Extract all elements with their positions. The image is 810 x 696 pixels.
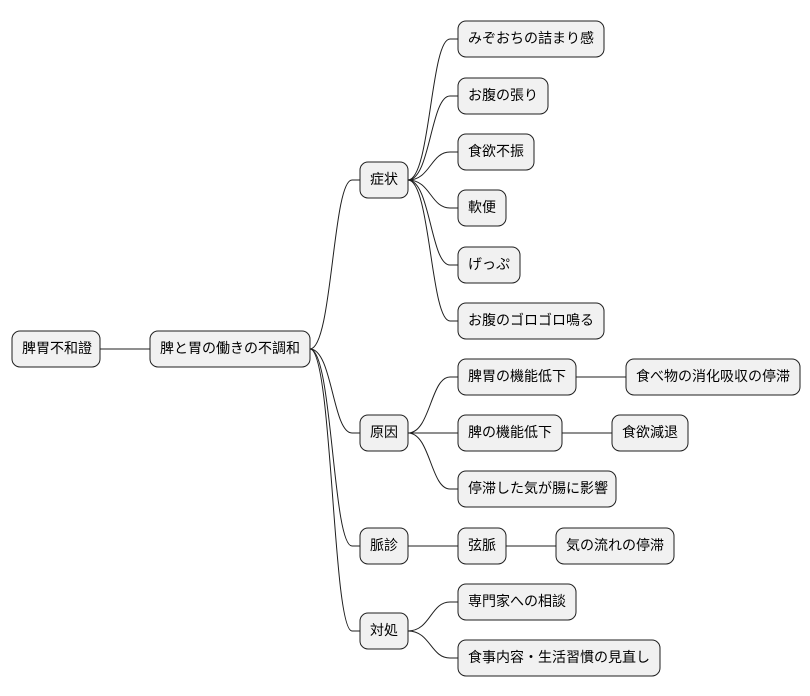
node-symptom-belching-label: げっぷ <box>468 257 510 273</box>
node-root-label: 脾胃不和證 <box>22 340 92 357</box>
node-appetite-loss: 食欲減退 <box>611 414 689 452</box>
connector-node-treatment-consult <box>407 601 458 632</box>
node-treatment-lifestyle-review-label: 食事内容・生活習慣の見直し <box>468 649 650 666</box>
node-root: 脾胃不和證 <box>11 330 101 368</box>
connector-node-causes <box>309 348 360 434</box>
node-cause-spleen-decline: 脾の機能低下 <box>457 414 563 452</box>
connector-node-symptom-bloating <box>407 95 458 181</box>
node-symptom-bloating-label: お腹の張り <box>468 87 538 104</box>
node-causes: 原因 <box>359 414 409 452</box>
node-treatment-consult: 専門家への相談 <box>457 583 577 621</box>
node-pulse-diagnosis-label: 脈診 <box>370 538 398 554</box>
node-causes-label: 原因 <box>370 425 398 441</box>
node-qi-stagnation: 気の流れの停滞 <box>555 527 675 565</box>
connector-node-symptom-belching <box>407 179 458 266</box>
node-main-topic: 脾と胃の働きの不調和 <box>149 330 311 368</box>
node-treatment-consult-label: 専門家への相談 <box>468 593 566 610</box>
node-symptoms-label: 症状 <box>370 172 398 188</box>
connector-node-cause-stagnant-qi <box>407 432 458 490</box>
node-treatment-lifestyle-review: 食事内容・生活習慣の見直し <box>457 639 661 677</box>
node-symptom-epigastric-fullness-label: みぞおちの詰まり感 <box>468 30 594 47</box>
connector-node-treatment-lifestyle-review <box>407 630 458 659</box>
node-digestion-stagnation-label: 食べ物の消化吸収の停滞 <box>636 368 790 385</box>
connector-node-treatment <box>309 348 360 632</box>
node-appetite-loss-label: 食欲減退 <box>622 424 678 441</box>
connector-node-cause-spleen-stomach-decline <box>407 376 458 434</box>
connector-node-symptom-poor-appetite <box>407 151 458 181</box>
connector-node-symptoms <box>309 179 360 350</box>
node-symptom-loose-stool-label: 軟便 <box>468 200 496 216</box>
node-cause-stagnant-qi-label: 停滞した気が腸に影響 <box>468 480 608 497</box>
node-treatment-label: 対処 <box>370 623 398 639</box>
connector-node-symptom-stomach-rumbling <box>407 179 458 322</box>
node-cause-spleen-decline-label: 脾の機能低下 <box>468 425 552 441</box>
node-pulse-wiry: 弦脈 <box>457 527 507 565</box>
node-qi-stagnation-label: 気の流れの停滞 <box>566 537 664 554</box>
connector-node-symptom-loose-stool <box>407 179 458 209</box>
node-main-topic-label: 脾と胃の働きの不調和 <box>160 341 300 357</box>
node-symptoms: 症状 <box>359 161 409 199</box>
node-symptom-stomach-rumbling-label: お腹のゴロゴロ鳴る <box>468 312 594 329</box>
connector-node-pulse-diagnosis <box>309 348 360 547</box>
node-treatment: 対処 <box>359 612 409 650</box>
node-cause-stagnant-qi: 停滞した気が腸に影響 <box>457 470 617 508</box>
node-symptom-poor-appetite-label: 食欲不振 <box>468 143 524 160</box>
node-digestion-stagnation: 食べ物の消化吸収の停滞 <box>625 358 801 396</box>
node-symptom-poor-appetite: 食欲不振 <box>457 133 535 171</box>
node-symptom-epigastric-fullness: みぞおちの詰まり感 <box>457 20 605 58</box>
connector-lines <box>100 38 626 659</box>
node-symptom-stomach-rumbling: お腹のゴロゴロ鳴る <box>457 302 605 340</box>
connector-node-symptom-epigastric-fullness <box>407 38 458 181</box>
node-symptom-bloating: お腹の張り <box>457 77 549 115</box>
node-pulse-diagnosis: 脈診 <box>359 527 409 565</box>
node-cause-spleen-stomach-decline: 脾胃の機能低下 <box>457 358 577 396</box>
node-cause-spleen-stomach-decline-label: 脾胃の機能低下 <box>468 369 566 385</box>
node-pulse-wiry-label: 弦脈 <box>468 538 496 554</box>
node-symptom-belching: げっぷ <box>457 246 521 284</box>
node-symptom-loose-stool: 軟便 <box>457 189 507 227</box>
